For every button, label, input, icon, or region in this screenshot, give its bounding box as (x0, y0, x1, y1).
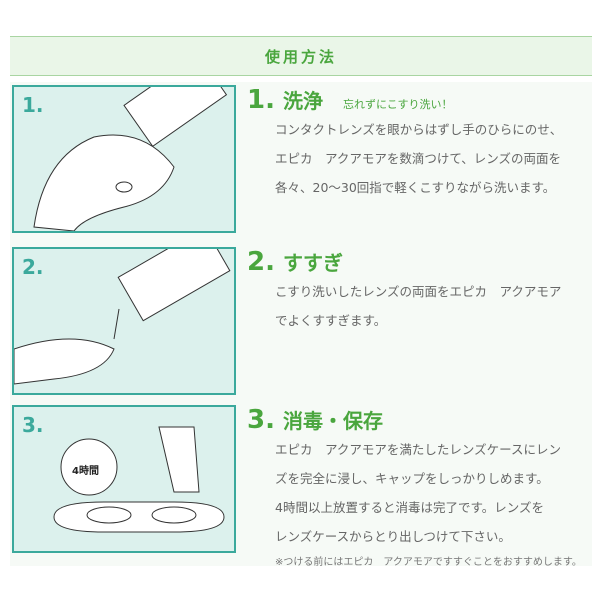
step-text: でよくすすぎます。 (275, 313, 387, 328)
section-title: 使用方法 (264, 47, 337, 66)
step-2-illustration: 2. (12, 247, 236, 395)
step-title: 消毒・保存 (282, 409, 383, 433)
step-number: 2. (247, 247, 275, 277)
step-note: ※つける前にはエピカ アクアモアですすぐことをおすすめします。 (275, 557, 582, 568)
step-text: ズを完全に浸し、キャップをしっかりしめます。 (275, 471, 549, 486)
lens-case-icon (53, 426, 225, 533)
step-text: エピカ アクアモアを満たしたレンズケースにレン (275, 442, 562, 457)
section-header: 使用方法 (10, 36, 592, 76)
step-text: コンタクトレンズを眼からはずし手のひらにのせ、 (275, 122, 563, 137)
step-3-illustration: 3. 4時間 (12, 405, 236, 553)
step-1-illustration: 1. (12, 85, 236, 233)
step-badge: 1. (22, 93, 44, 117)
step-number: 1. (247, 85, 275, 115)
step-1: 1. 1. 洗浄 忘れずにこすり洗い！ コンタクトレンズを眼からはずし手のひらにのせ… (12, 85, 592, 233)
step-text: 4時間以上放置すると消毒は完了です。レンズを (275, 500, 544, 515)
step-text: レンズケースからとり出しつけて下さい。 (275, 529, 511, 544)
step-title: 洗浄 (282, 89, 323, 113)
step-badge: 2. (22, 255, 44, 279)
step-text: 各々、20〜30回指で軽くこすりながら洗います。 (275, 180, 556, 195)
step-subtitle: 忘れずにこすり洗い！ (342, 98, 453, 111)
step-title: すすぎ (282, 251, 343, 275)
step-2: 2. 2. すすぎ こすり洗いしたレンズの両面をエピカ アクアモア でよくすすぎま… (12, 247, 592, 395)
hand-bottle-icon (33, 87, 228, 231)
step-number: 3. (247, 405, 275, 435)
step-text: こすり洗いしたレンズの両面をエピカ アクアモア (275, 284, 562, 299)
step-badge: 3. (22, 413, 44, 437)
rinse-icon (14, 249, 231, 385)
clock-label: 4時間 (72, 466, 99, 477)
step-text: エピカ アクアモアを数滴つけて、レンズの両面を (275, 151, 562, 166)
step-3: 3. 4時間 3. 消毒・保存 エピカ アクアモアを満たしたレンズケースにレン ズ… (12, 405, 592, 568)
